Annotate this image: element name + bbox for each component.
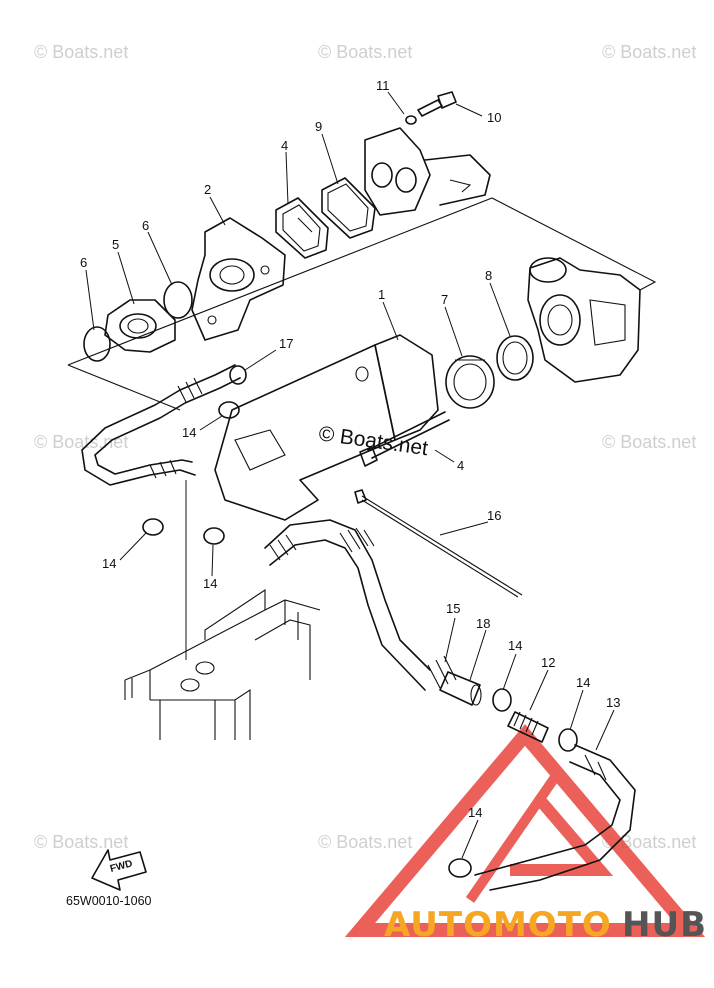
part-14-clamp xyxy=(492,688,512,712)
callout-5: 5 xyxy=(112,237,119,252)
callout-16: 16 xyxy=(487,508,501,523)
fwd-label: FWD xyxy=(109,858,134,875)
part-7-clamp-ring xyxy=(445,355,495,409)
part-13-hose xyxy=(474,744,636,891)
callout-6: 6 xyxy=(142,218,149,233)
watermark: © Boats.net xyxy=(602,432,696,452)
callout-14: 14 xyxy=(576,675,590,690)
callout-9: 9 xyxy=(315,119,322,134)
callout-12: 12 xyxy=(541,655,555,670)
callout-6: 6 xyxy=(80,255,87,270)
callout-1: 1 xyxy=(378,287,385,302)
part-10-bolt xyxy=(417,91,457,117)
clamps xyxy=(142,401,578,878)
part-12-fitting xyxy=(507,711,549,743)
part-2-adapter xyxy=(191,217,286,341)
callout-3: 4 xyxy=(281,138,288,153)
part-11-washer xyxy=(405,115,417,125)
callout-11: 11 xyxy=(376,78,390,93)
callouts: 11 10 9 4 2 6 5 6 1 7 8 17 4 14 14 14 16… xyxy=(80,78,620,820)
part-code: 65W0010-1060 xyxy=(66,894,152,908)
part-16-cable-tie xyxy=(354,489,523,598)
part-14-clamp xyxy=(448,858,472,878)
callout-4: 4 xyxy=(457,458,464,473)
callout-2: 2 xyxy=(204,182,211,197)
callout-14: 14 xyxy=(203,576,217,591)
part-15-hose xyxy=(264,519,457,691)
brand-text-primary: AUTOMOTO xyxy=(384,905,612,945)
part-4-bolt xyxy=(359,411,450,467)
callout-10: 10 xyxy=(487,110,501,125)
part-14-clamp xyxy=(218,401,240,419)
hose-upper-left xyxy=(81,364,241,486)
callout-13: 13 xyxy=(606,695,620,710)
part-1-silencer xyxy=(214,334,439,521)
part-14-clamp xyxy=(142,518,164,536)
callout-14: 14 xyxy=(508,638,522,653)
part-14-clamp xyxy=(203,527,225,545)
leader-lines xyxy=(85,91,615,859)
part-17-grommet xyxy=(229,365,247,385)
automotohub-logo-mark xyxy=(344,724,706,937)
callout-15: 15 xyxy=(446,601,460,616)
part-5-flange xyxy=(104,299,176,353)
part-8-ring xyxy=(496,335,534,381)
callout-7: 7 xyxy=(441,292,448,307)
upper-assembly-outline xyxy=(67,197,657,411)
watermark: © Boats.net xyxy=(318,832,412,852)
callout-14: 14 xyxy=(468,805,482,820)
part-6-o-ring xyxy=(83,326,111,362)
intake-manifold-flange xyxy=(364,127,491,216)
watermark: © Boats.net xyxy=(34,432,128,452)
brand-text-secondary: HUB xyxy=(622,905,707,945)
engine-block-sketch xyxy=(124,588,321,740)
callout-14: 14 xyxy=(182,425,196,440)
part-6-o-ring xyxy=(163,281,193,319)
part-3-gasket xyxy=(275,197,329,259)
callout-14: 14 xyxy=(102,556,116,571)
watermark: © Boats.net xyxy=(34,42,128,62)
callout-17: 17 xyxy=(279,336,293,351)
throttle-body xyxy=(527,257,641,383)
part-18-pipe xyxy=(439,671,482,706)
fwd-arrow-icon: FWD xyxy=(91,849,147,891)
watermark: © Boats.net xyxy=(602,42,696,62)
part-14-clamp xyxy=(558,728,578,752)
part-9-gasket xyxy=(321,177,376,239)
callout-18: 18 xyxy=(476,616,490,631)
brand-logo: AUTOMOTO HUB xyxy=(384,905,707,945)
callout-8: 8 xyxy=(485,268,492,283)
watermark: © Boats.net xyxy=(34,832,128,852)
watermark: © Boats.net xyxy=(318,42,412,62)
